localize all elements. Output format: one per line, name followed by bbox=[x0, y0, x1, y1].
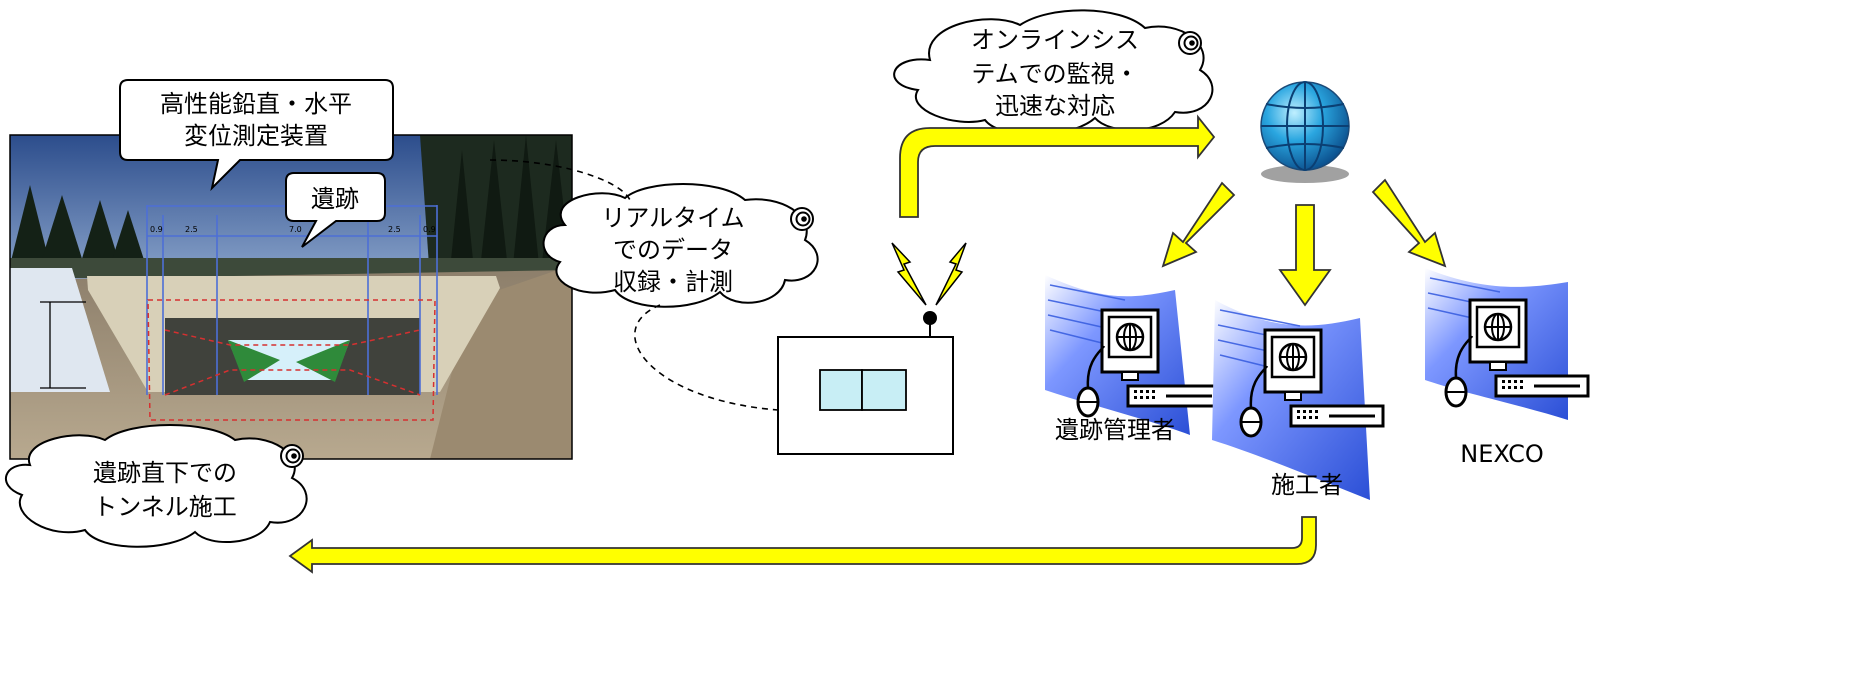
ruins-callout-label: 遺跡 bbox=[311, 185, 359, 213]
realtime-cloud-line2: でのデータ bbox=[613, 236, 733, 264]
device-callout-line1: 高性能鉛直・水平 bbox=[160, 90, 352, 118]
connector-dashed bbox=[633, 304, 779, 411]
computer-icon bbox=[1425, 268, 1590, 420]
tunnel-cloud-line2: トンネル施工 bbox=[93, 493, 237, 521]
tunnel-cloud-line1: 遺跡直下での bbox=[93, 459, 237, 487]
eye-icon bbox=[280, 444, 304, 468]
online-cloud: オンラインシス テムでの監視・ 迅速な対応 bbox=[893, 9, 1214, 136]
lightning-icon bbox=[891, 242, 927, 306]
nexco-label: NEXCO bbox=[1460, 440, 1543, 468]
computer-icon bbox=[1045, 275, 1222, 435]
realtime-cloud-line3: 収録・計測 bbox=[613, 268, 733, 296]
dim-label: 2.5 bbox=[185, 225, 198, 234]
online-cloud-line2: テムでの監視・ bbox=[971, 60, 1138, 88]
data-logger-icon bbox=[777, 242, 967, 455]
dim-label: 0.9 bbox=[423, 225, 436, 234]
contractor-label: 施工者 bbox=[1271, 471, 1343, 499]
tunnel-cloud: 遺跡直下での トンネル施工 bbox=[5, 424, 308, 548]
realtime-cloud-line1: リアルタイム bbox=[601, 204, 744, 232]
realtime-cloud: リアルタイム でのデータ 収録・計測 bbox=[542, 183, 819, 308]
online-cloud-line1: オンラインシス bbox=[971, 26, 1139, 54]
dim-label: 0.9 bbox=[150, 225, 163, 234]
dim-label: 2.5 bbox=[388, 225, 401, 234]
lightning-icon bbox=[935, 242, 967, 306]
device-callout-line2: 変位測定装置 bbox=[184, 122, 328, 150]
distribution-arrows bbox=[1161, 178, 1447, 307]
ruins-callout: 遺跡 bbox=[285, 172, 386, 248]
dim-label: 7.0 bbox=[289, 225, 302, 234]
eye-icon bbox=[790, 207, 814, 231]
ruins-manager-label: 遺跡管理者 bbox=[1055, 416, 1175, 444]
globe-icon bbox=[1260, 81, 1350, 183]
connector-dashed bbox=[489, 159, 631, 201]
return-arrow bbox=[288, 516, 1317, 574]
computer-icon bbox=[1212, 300, 1385, 500]
eye-icon bbox=[1178, 31, 1202, 55]
device-callout: 高性能鉛直・水平 変位測定装置 bbox=[119, 79, 394, 192]
online-cloud-line3: 迅速な対応 bbox=[995, 92, 1115, 120]
arrow-to-network bbox=[899, 114, 1216, 218]
